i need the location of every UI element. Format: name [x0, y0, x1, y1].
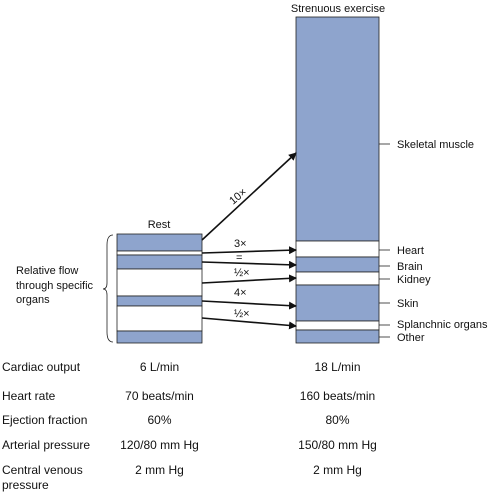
exercise-heart-segment: [295, 240, 380, 258]
rest-splanchnic-segment: [116, 305, 203, 332]
rest-skeletal-muscle-segment: [116, 233, 203, 252]
bracket-label-line-1: Relative flow: [16, 265, 78, 277]
label-skeletal-muscle: Skeletal muscle: [397, 139, 474, 151]
multiplier-skin: 4×: [234, 287, 247, 299]
exercise-skeletal-muscle-segment: [295, 16, 380, 242]
row-label-line-2: pressure: [2, 478, 49, 492]
rest-heart-segment: [116, 250, 203, 256]
brain-arrow: [201, 260, 297, 269]
exercise-value: 80%: [325, 413, 350, 427]
label-kidney: Kidney: [397, 274, 431, 286]
exercise-other-segment: [295, 329, 380, 344]
row-heart-rate: Heart rate 70 beats/min 160 beats/min: [0, 389, 500, 417]
label-other: Other: [397, 332, 425, 344]
rest-other-segment: [116, 330, 203, 344]
exercise-value: 160 beats/min: [299, 389, 376, 403]
organ-leader-lines: [379, 143, 390, 338]
row-arterial-pressure: Arterial pressure 120/80 mm Hg 150/80 mm…: [0, 438, 500, 466]
row-label: Cardiac output: [2, 360, 81, 374]
exercise-splanchnic-segment: [295, 320, 380, 331]
rest-brain-segment: [116, 254, 203, 270]
label-skin: Skin: [397, 298, 418, 310]
flow-arrows: [201, 152, 297, 330]
rest-value: 70 beats/min: [125, 389, 194, 403]
bracket-label-line-2: through specific: [16, 280, 94, 292]
rest-column: [116, 233, 203, 344]
exercise-value: 2 mm Hg: [313, 463, 362, 477]
rest-value: 60%: [147, 413, 172, 427]
exercise-brain-segment: [295, 256, 380, 273]
multiplier-splanchnic: ½×: [234, 308, 250, 320]
skeletal-muscle-arrow: [201, 152, 297, 241]
blood-flow-diagram: Strenuous exercise Rest Relative flow th…: [16, 3, 488, 344]
row-label: Ejection fraction: [2, 413, 88, 427]
row-central-venous-pressure: Central venous pressure 2 mm Hg 2 mm Hg: [0, 463, 500, 492]
label-splanchnic-organs: Splanchnic organs: [397, 319, 488, 331]
kidney-arrow: [201, 274, 297, 284]
row-label: Heart rate: [2, 389, 56, 403]
splanchnic-arrow: [201, 317, 297, 330]
rest-value: 120/80 mm Hg: [120, 438, 199, 452]
exercise-column: [295, 16, 380, 344]
exercise-value: 18 L/min: [314, 360, 361, 374]
label-heart: Heart: [397, 245, 424, 257]
exercise-kidney-segment: [295, 271, 380, 286]
multiplier-kidney: ½×: [234, 267, 250, 279]
rest-value: 6 L/min: [139, 360, 180, 374]
row-ejection-fraction: Ejection fraction 60% 80%: [0, 413, 500, 441]
rest-skin-segment: [116, 295, 203, 307]
heart-arrow: [201, 246, 297, 255]
exercise-title: Strenuous exercise: [291, 3, 385, 15]
skin-arrow: [201, 300, 297, 310]
rest-value: 2 mm Hg: [135, 463, 184, 477]
exercise-skin-segment: [295, 284, 380, 322]
row-label: Central venous: [2, 463, 83, 477]
row-cardiac-output: Cardiac output 6 L/min 18 L/min: [0, 360, 500, 388]
bracket-label-line-3: organs: [16, 294, 50, 306]
label-brain: Brain: [397, 261, 423, 273]
multiplier-skeletal-muscle: 10×: [227, 186, 249, 207]
multiplier-heart: 3×: [234, 238, 247, 250]
bracket: [102, 234, 114, 343]
row-label: Arterial pressure: [2, 438, 91, 452]
rest-title: Rest: [148, 219, 171, 231]
exercise-value: 150/80 mm Hg: [298, 438, 377, 452]
multiplier-brain: =: [236, 252, 242, 264]
rest-kidney-segment: [116, 268, 203, 297]
